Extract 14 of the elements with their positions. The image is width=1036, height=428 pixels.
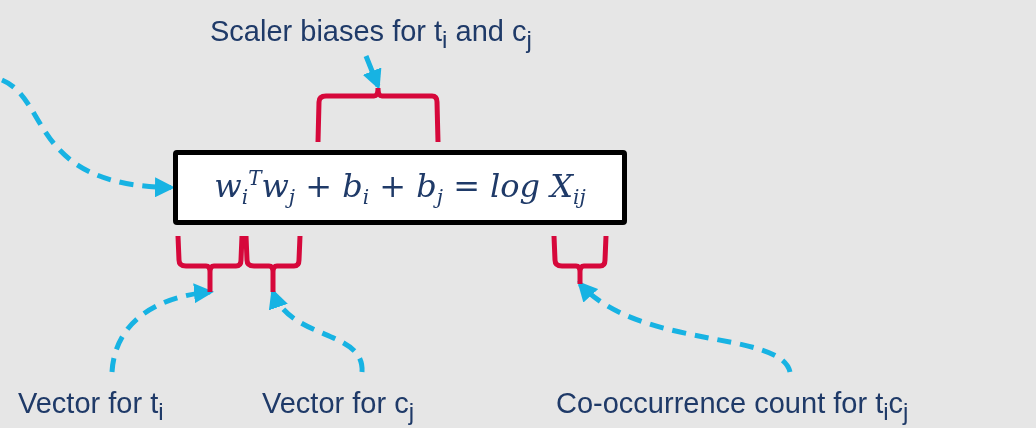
curly-bracket [176, 236, 244, 292]
annotation-text: Vector for t$_{i}$ [18, 386, 164, 428]
annotation-text: Co-occurrence count for t$_{i}$c$_{j}$ [556, 386, 909, 428]
leader-arrow [0, 77, 175, 197]
equation: w$_{i}$$^{T}$w$_{j}$ + b$_{i}$ + b$_{j}$ = log X$_{ij}$ [214, 165, 586, 209]
curly-bracket [244, 236, 302, 292]
annotation-text: Vector for c$_{j}$ [262, 386, 415, 428]
curly-bracket [552, 236, 608, 284]
curly-bracket [316, 86, 440, 142]
leader-arrow [577, 281, 793, 374]
annotation-text: Scaler biases for t$_{i}$ and c$_{j}$ [210, 14, 532, 57]
leader-arrow [109, 283, 214, 373]
leader-arrow [362, 55, 382, 90]
equation-box [173, 150, 627, 225]
